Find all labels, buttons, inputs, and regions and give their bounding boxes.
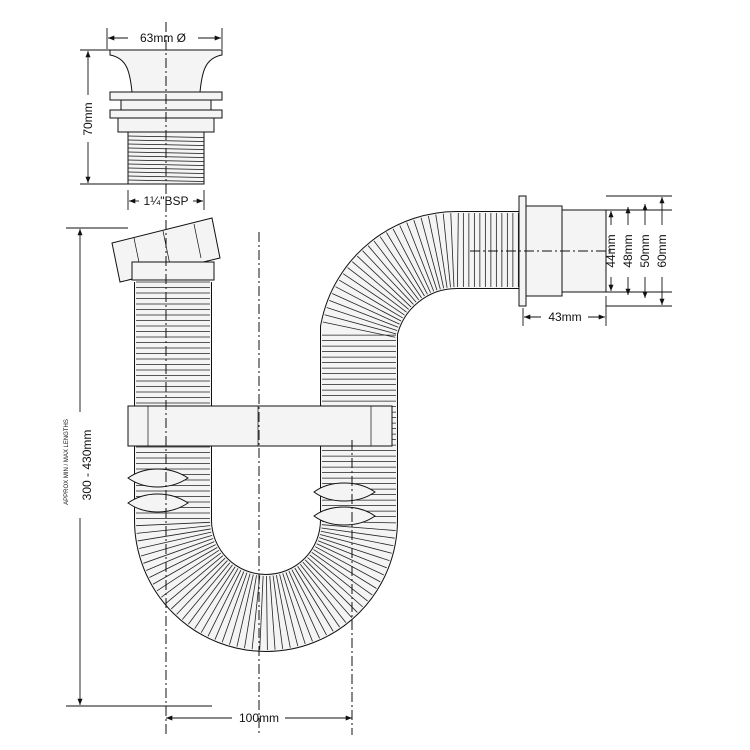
outlet-44-label: 44mm — [604, 234, 618, 267]
length-note-label: APPROX MIN / MAX LENGTHS — [64, 419, 70, 505]
dim-length-range: 300 - 430mm APPROX MIN / MAX LENGTHS — [64, 227, 212, 707]
dim-outlet-length: 43mm — [522, 296, 607, 326]
outlet-50-label: 50mm — [638, 234, 652, 267]
waste-height-label: 70mm — [81, 102, 95, 135]
thread-label: 1¼"BSP — [144, 194, 189, 208]
outlet-length-label: 43mm — [548, 310, 581, 324]
outlet-48-label: 48mm — [621, 234, 635, 267]
dim-waste-height: 70mm — [80, 49, 128, 185]
break-marks — [127, 468, 376, 526]
outlet-60-label: 60mm — [655, 234, 669, 267]
trap-spacing-label: 100mm — [239, 711, 279, 725]
clip-bar — [127, 405, 393, 447]
center-lines — [165, 22, 612, 735]
length-range-label: 300 - 430mm — [80, 430, 94, 501]
dim-outlet-diameters: 44mm 48mm 50mm 60mm — [604, 195, 672, 307]
waste-diameter-label: 63mm Ø — [140, 31, 186, 45]
dim-waste-diameter: 63mm Ø — [106, 28, 223, 49]
spacer-clip — [127, 405, 393, 447]
inlet-collar — [131, 261, 215, 281]
dim-thread: 1¼"BSP — [127, 190, 205, 210]
inlet-nut — [111, 217, 221, 283]
dim-trap-spacing: 100mm — [166, 711, 352, 725]
